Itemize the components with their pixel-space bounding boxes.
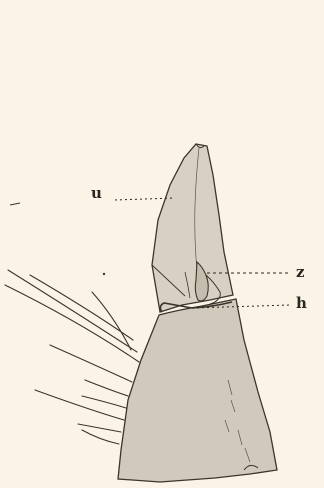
stray-mark-1 [10,203,20,205]
bristle-6 [85,380,128,396]
bristles [5,270,139,444]
bristle-3 [5,285,139,362]
label-u: u [91,186,102,201]
upper-segment [152,144,233,312]
bristle-8 [35,390,124,420]
bristle-1 [30,275,133,340]
lower-segment [118,299,277,482]
bristle-10 [82,430,119,444]
stray-mark-2 [103,273,105,275]
bristle-2 [8,270,137,352]
label-h: h [296,296,307,311]
label-z: z [296,265,305,280]
bristle-5 [50,345,132,382]
bristle-4 [92,292,131,350]
bristle-7 [82,396,126,408]
